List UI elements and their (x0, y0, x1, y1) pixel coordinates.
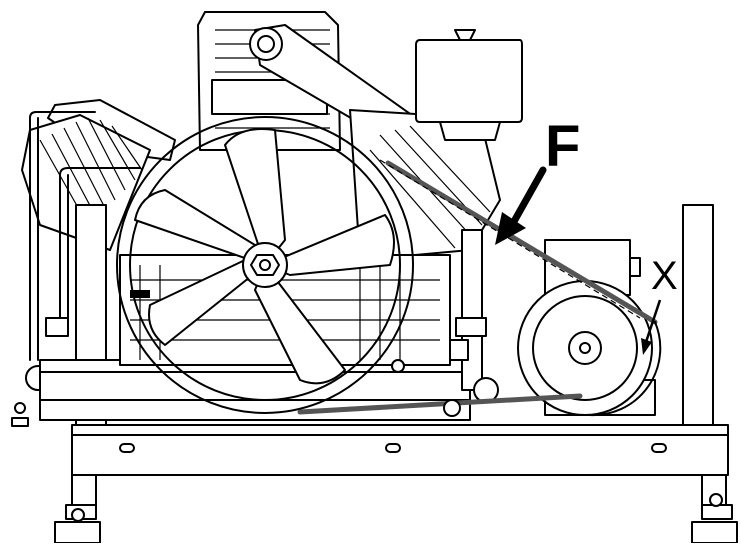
left-cylinder (21, 99, 176, 251)
v-belt (297, 159, 662, 417)
fan-blade (224, 128, 286, 266)
fan-flywheel (116, 116, 414, 414)
deflection-arrow (641, 299, 662, 355)
left-piping (25, 111, 141, 391)
fan-blade (148, 259, 266, 346)
force-arrow (495, 166, 547, 245)
belt-deflection-label: X (651, 254, 678, 298)
filter-canister (415, 29, 523, 141)
fan-blade (134, 189, 266, 266)
fan-blade (264, 214, 395, 276)
bolts (11, 359, 723, 522)
belt-force-label: F (545, 114, 581, 179)
right-piping (449, 229, 499, 403)
frame (54, 204, 738, 544)
fan-blade (254, 264, 346, 385)
motor-pulley (517, 280, 653, 416)
